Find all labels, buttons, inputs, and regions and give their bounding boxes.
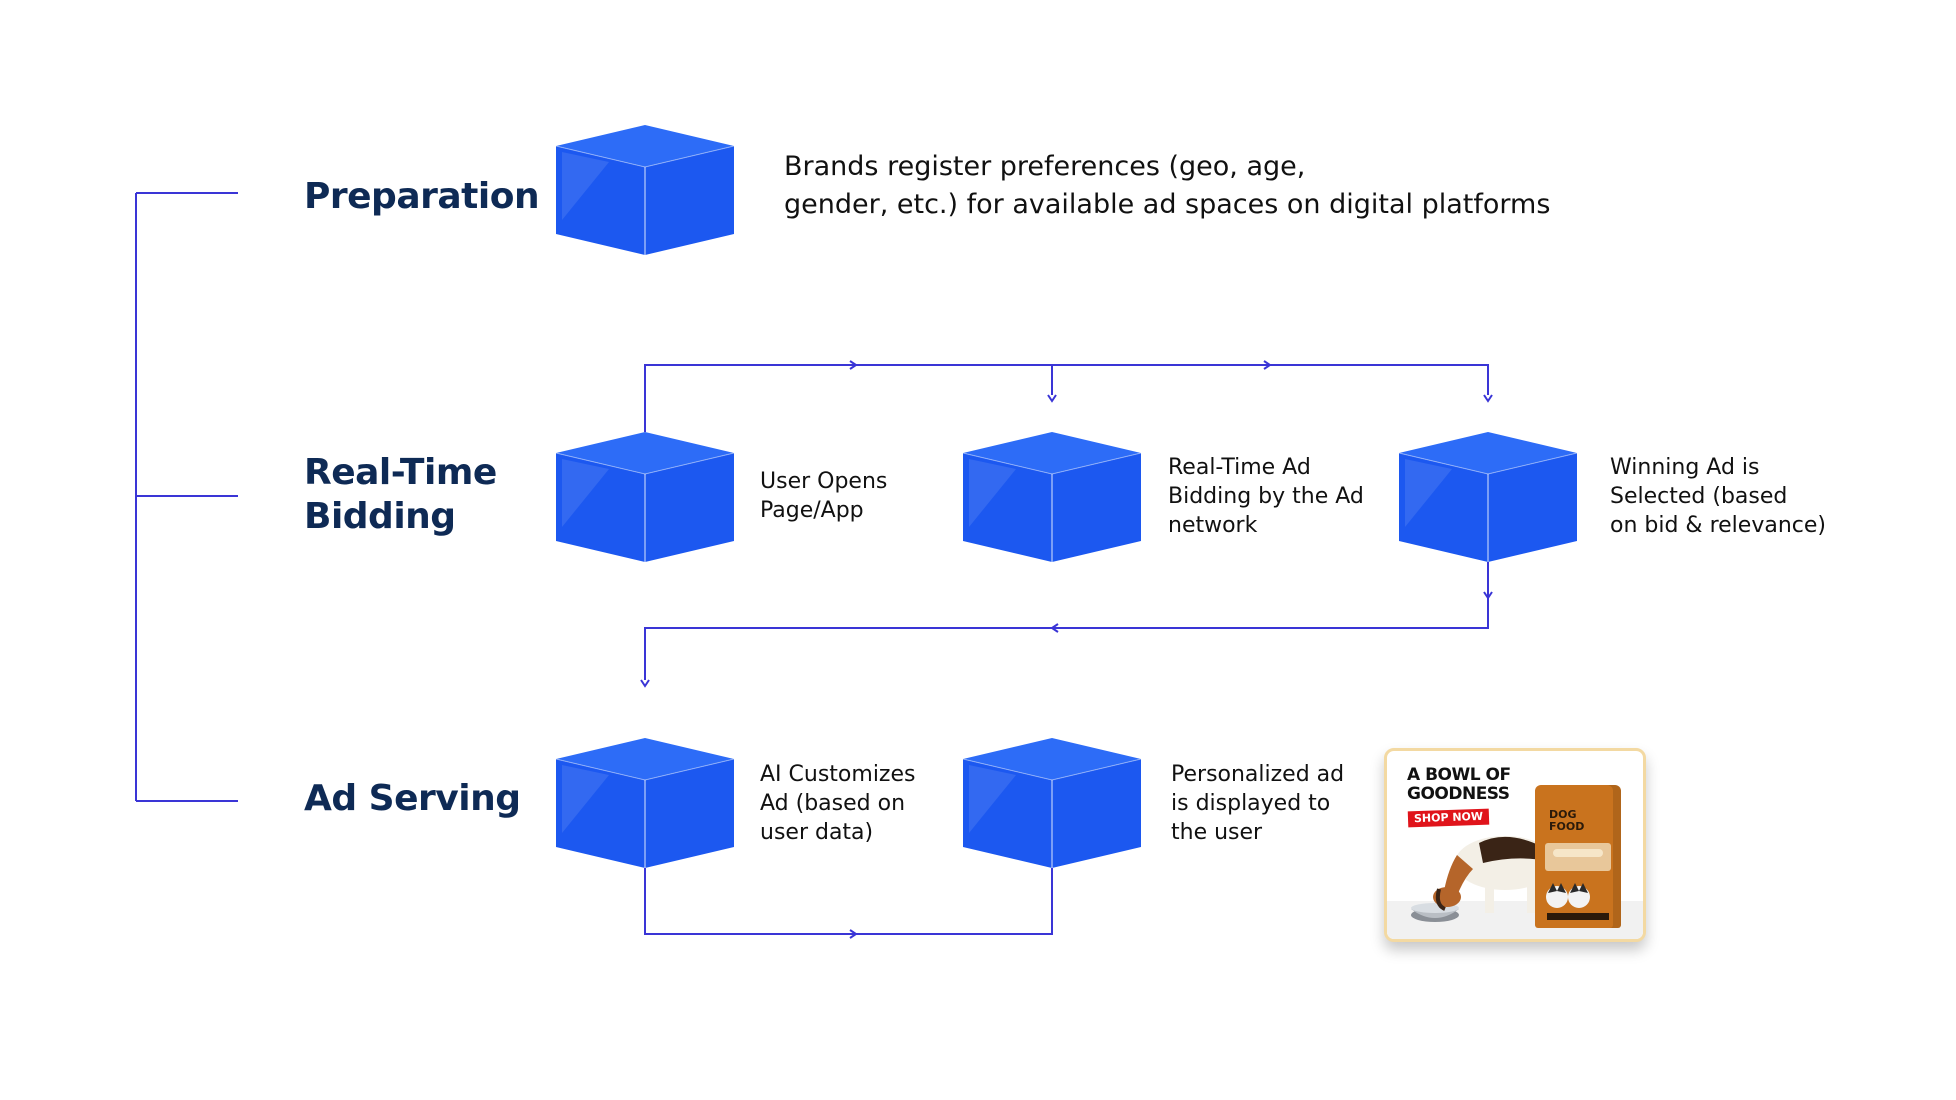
- ad-shop-now-badge: SHOP NOW: [1407, 808, 1490, 828]
- cube-ad-displayed: [962, 738, 1142, 868]
- ad-example-image: A BOWL OF GOODNESS SHOP NOW DOG FOOD: [1384, 748, 1646, 942]
- cube-user-opens-page: [555, 432, 735, 562]
- step-text-ad-displayed: Personalized ad is displayed to the user: [1171, 762, 1345, 845]
- dog-food-bag-label: DOG FOOD: [1549, 808, 1585, 833]
- stage-heading-preparation: Preparation: [304, 176, 540, 217]
- cube-winning-ad: [1398, 432, 1578, 562]
- step-text-ai-customizes: AI Customizes Ad (based on user data): [760, 762, 916, 845]
- arrowhead-right: [849, 360, 858, 370]
- arrowhead-down: [1483, 591, 1493, 600]
- arrowhead-down: [1483, 394, 1493, 403]
- ad-headline: A BOWL OF GOODNESS: [1407, 765, 1511, 804]
- arrowhead-right: [849, 929, 858, 939]
- stage-heading-real-time-bidding: Real-Time Bidding: [304, 452, 497, 537]
- bag-artwork: [1545, 843, 1611, 920]
- step-text-brand-preferences: Brands register preferences (geo, age, g…: [784, 151, 1551, 220]
- cube-preparation: [555, 125, 735, 255]
- cube-real-time-bidding: [962, 432, 1142, 562]
- arrowhead-left: [1050, 623, 1059, 633]
- bidding-connector-top: [644, 364, 1489, 432]
- stage-heading-ad-serving: Ad Serving: [304, 778, 521, 819]
- arrowhead-right: [1263, 360, 1272, 370]
- step-text-winning-ad: Winning Ad is Selected (based on bid & r…: [1610, 455, 1826, 538]
- stage-bracket: [135, 192, 238, 802]
- step-text-real-time-bidding: Real-Time Ad Bidding by the Ad network: [1168, 455, 1364, 538]
- arrowhead-down: [640, 679, 650, 688]
- dog-food-bag: DOG FOOD: [1535, 785, 1621, 928]
- serving-connector-bottom: [644, 868, 1053, 935]
- cube-ai-customizes: [555, 738, 735, 868]
- bidding-to-serving-connector: [644, 556, 1489, 680]
- step-text-user-opens-page: User Opens Page/App: [760, 469, 888, 523]
- arrowhead-down: [1047, 394, 1057, 403]
